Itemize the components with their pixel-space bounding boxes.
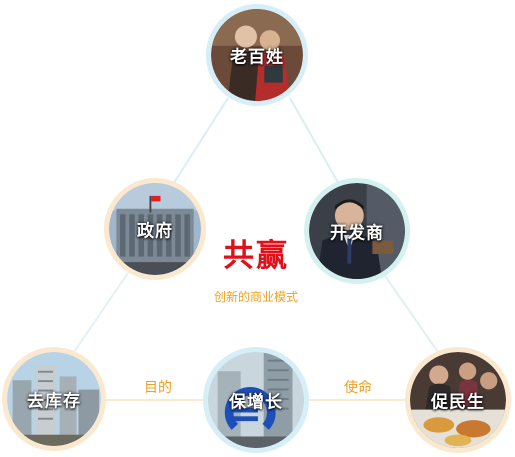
connector-left-bottomleft [71, 269, 131, 356]
center-subtitle: 创新的商业模式 [213, 290, 298, 304]
node-government: 政府 [104, 178, 206, 280]
node-livelihood: 促民生 [405, 347, 511, 453]
government-building-photo [109, 183, 201, 275]
node-ensure-growth: 保增长 [203, 347, 309, 453]
euro-sculpture-city-photo [208, 352, 304, 448]
businessman-photo [309, 183, 405, 279]
node-common-people: 老百姓 [206, 4, 308, 106]
edge-label-mission: 使命 [344, 380, 372, 396]
node-label-developer: 开发商 [330, 223, 384, 244]
node-label-ensure-growth: 保增长 [229, 392, 283, 413]
connector-top-right [289, 97, 341, 187]
node-label-destock: 去库存 [27, 391, 81, 412]
connector-top-left [171, 97, 229, 187]
node-label-government: 政府 [137, 221, 173, 242]
node-label-common-people: 老百姓 [230, 47, 284, 68]
edge-label-purpose: 目的 [144, 380, 172, 396]
node-destock: 去库存 [2, 347, 106, 451]
connector-right-bottomright [384, 275, 441, 356]
center-title: 共赢 [223, 238, 289, 274]
node-developer: 开发商 [304, 178, 410, 284]
apartment-towers-photo [7, 352, 101, 446]
food-banquet-photo [410, 352, 506, 448]
node-label-livelihood: 促民生 [431, 392, 485, 413]
